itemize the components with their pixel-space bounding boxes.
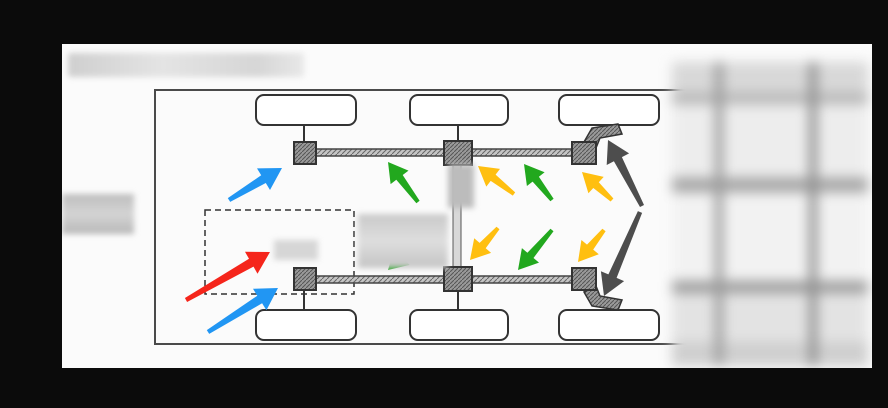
green-arrow-2 [524, 164, 554, 202]
wheel-stubs [303, 125, 459, 310]
green-arrow-4 [518, 228, 554, 270]
axle-block-bottom-right [571, 267, 597, 291]
diagram-figure [62, 44, 872, 368]
red-arrow [184, 251, 270, 302]
redacted-middle-label [358, 214, 448, 268]
yellow-arrow-3 [470, 226, 500, 260]
axle-block-top-left [293, 141, 317, 165]
dashed-region [204, 209, 355, 295]
wheel-top-middle [409, 94, 509, 126]
axle-block-top-middle [443, 140, 473, 166]
wheel-top-left [255, 94, 357, 126]
axle-block-top-right [571, 141, 597, 165]
yellow-arrow-2 [582, 172, 614, 202]
wheel-bottom-right [558, 309, 660, 341]
redacted-left-label [62, 194, 134, 234]
redacted-center-label [448, 164, 474, 208]
green-arrow-1 [388, 162, 420, 204]
wheel-bottom-middle [409, 309, 509, 341]
yellow-arrow-1 [478, 166, 516, 196]
axle-block-bottom-middle [443, 266, 473, 292]
gray-arrow-lower [600, 211, 643, 296]
redacted-small-label [274, 240, 318, 260]
yellow-arrow-4 [578, 228, 606, 262]
gray-arrow-upper [606, 140, 644, 207]
wheel-top-right [558, 94, 660, 126]
axle-block-bottom-left [293, 267, 317, 291]
redacted-right-panel [672, 62, 868, 366]
redacted-caption [68, 53, 304, 77]
blue-arrow-upper [227, 168, 282, 202]
blue-arrow-lower [206, 288, 278, 334]
wheel-bottom-left [255, 309, 357, 341]
